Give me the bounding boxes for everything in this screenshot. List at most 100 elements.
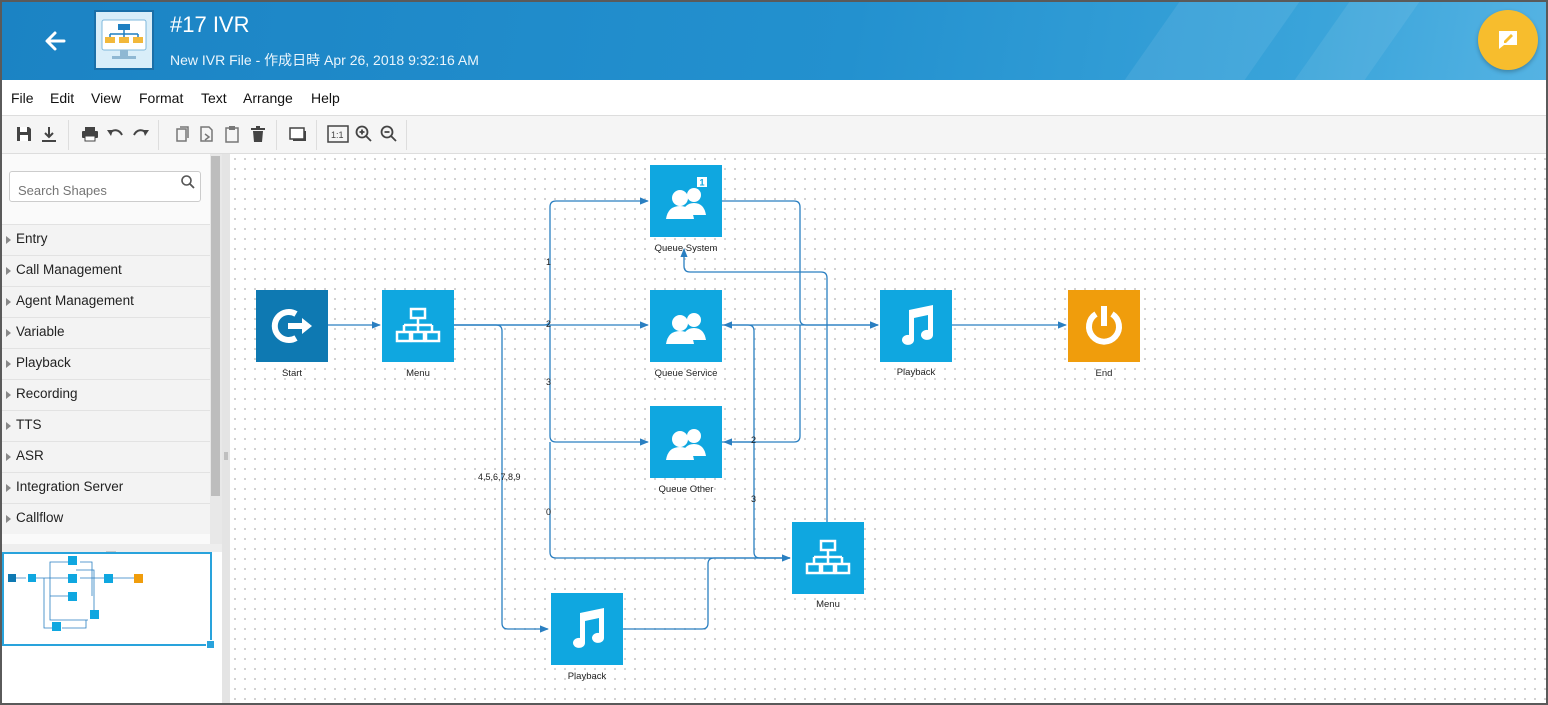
expand-triangle-icon	[6, 453, 11, 461]
print-icon[interactable]	[80, 124, 100, 144]
undo-icon[interactable]	[105, 124, 125, 144]
node-queue-service[interactable]	[650, 290, 722, 362]
category-variable[interactable]: Variable	[2, 317, 210, 348]
music-note-icon	[902, 305, 933, 345]
node-playback-2[interactable]	[551, 593, 623, 665]
music-note-icon	[573, 608, 604, 648]
shadow-icon[interactable]	[288, 124, 308, 144]
node-label-queue-service: Queue Service	[654, 368, 718, 379]
node-queue-system[interactable]: 1	[650, 165, 722, 237]
zoom-out-icon[interactable]	[379, 124, 399, 144]
node-menu-2[interactable]	[792, 522, 864, 594]
outline-splitter[interactable]	[2, 544, 222, 555]
node-label-end: End	[1095, 368, 1113, 379]
sitemap-icon	[395, 307, 441, 343]
category-call-management[interactable]: Call Management	[2, 255, 210, 286]
edge-playback2-menu2[interactable]	[622, 557, 790, 630]
edge-label-4-9: 4,5,6,7,8,9	[478, 472, 521, 482]
svg-text:1:1: 1:1	[331, 130, 344, 140]
delete-icon[interactable]	[248, 124, 268, 144]
category-recording[interactable]: Recording	[2, 379, 210, 410]
node-playback[interactable]	[880, 290, 952, 362]
category-tts[interactable]: TTS	[2, 410, 210, 441]
category-integration-server[interactable]: Integration Server	[2, 472, 210, 503]
node-label-start: Start	[281, 368, 303, 379]
menu-text[interactable]: Text	[201, 90, 227, 106]
edge-menu-playback2[interactable]	[454, 324, 549, 633]
menu-edit[interactable]: Edit	[50, 90, 75, 106]
expand-triangle-icon	[6, 236, 11, 244]
category-asr[interactable]: ASR	[2, 441, 210, 472]
menu-view[interactable]: View	[91, 90, 122, 106]
node-menu[interactable]	[382, 290, 454, 362]
category-entry[interactable]: Entry	[2, 224, 210, 255]
menu-bar: File Edit View Format Text Arrange Help	[2, 80, 1546, 116]
save-icon[interactable]	[14, 124, 34, 144]
category-agent-management[interactable]: Agent Management	[2, 286, 210, 317]
menu-format[interactable]: Format	[139, 90, 184, 106]
page-title: #17 IVR	[170, 12, 250, 37]
search-icon[interactable]	[180, 174, 196, 190]
download-icon[interactable]	[39, 124, 59, 144]
exit-icon	[271, 309, 312, 343]
outline-minimap[interactable]	[2, 552, 212, 646]
sitemap-icon	[805, 539, 851, 575]
page-subtitle: New IVR File - 作成日時 Apr 26, 2018 9:32:16…	[170, 52, 479, 68]
node-label-playback-2: Playback	[567, 671, 607, 682]
scrollbar-thumb[interactable]	[211, 156, 220, 496]
power-icon	[1086, 306, 1122, 345]
feedback-button[interactable]	[1478, 10, 1538, 70]
node-label-menu-2: Menu	[816, 599, 840, 610]
users-icon	[666, 188, 706, 219]
node-label-queue-other: Queue Other	[658, 484, 714, 495]
edge-menu-queue-other[interactable]	[549, 325, 649, 446]
expand-triangle-icon	[6, 360, 11, 368]
actual-size-icon[interactable]: 1:1	[327, 124, 349, 144]
back-arrow-icon[interactable]	[40, 26, 70, 56]
node-end[interactable]	[1068, 290, 1140, 362]
diagram-canvas[interactable]: 1 2 3 4,5,6,7,8,9 0 2 3 Start Menu 1	[230, 154, 1546, 703]
outline-lower-pane	[2, 648, 222, 703]
expand-triangle-icon	[6, 484, 11, 492]
category-callflow[interactable]: Callflow	[2, 503, 210, 534]
node-label-playback: Playback	[896, 367, 936, 378]
queue-badge: 1	[699, 178, 704, 188]
expand-triangle-icon	[6, 329, 11, 337]
edge-queue-other-playback[interactable]	[722, 325, 801, 443]
zoom-in-icon[interactable]	[354, 124, 374, 144]
node-label-menu: Menu	[406, 368, 430, 379]
redo-icon[interactable]	[131, 124, 151, 144]
shapes-sidebar: Entry Call Management Agent Management V…	[2, 154, 210, 546]
sidebar-splitter[interactable]	[222, 154, 230, 703]
sidebar-scrollbar[interactable]	[210, 154, 222, 546]
edge-label-1: 1	[546, 257, 552, 267]
node-start[interactable]	[256, 290, 328, 362]
cut-icon[interactable]	[197, 124, 217, 144]
menu-file[interactable]: File	[11, 90, 34, 106]
edge-label-0: 0	[546, 507, 552, 517]
expand-triangle-icon	[6, 298, 11, 306]
users-icon	[666, 313, 706, 344]
edge-label-menu2-3: 3	[751, 494, 757, 504]
ivr-thumbnail-icon	[94, 10, 154, 70]
copy-icon[interactable]	[172, 124, 192, 144]
edge-menu-menu2[interactable]	[549, 442, 791, 562]
node-label-queue-system: Queue System	[654, 243, 718, 254]
search-shapes-input[interactable]	[9, 171, 201, 202]
node-queue-other[interactable]	[650, 406, 722, 478]
feedback-icon	[1499, 31, 1517, 49]
header-bar: #17 IVR New IVR File - 作成日時 Apr 26, 2018…	[2, 2, 1546, 80]
edge-label-menu2-2: 2	[751, 435, 757, 445]
expand-triangle-icon	[6, 422, 11, 430]
menu-arrange[interactable]: Arrange	[243, 90, 293, 106]
menu-help[interactable]: Help	[311, 90, 340, 106]
edge-label-2: 2	[546, 319, 552, 329]
edges-layer	[328, 197, 1067, 633]
expand-triangle-icon	[6, 267, 11, 275]
edge-menu2-queue-system[interactable]	[680, 248, 828, 522]
edge-label-3: 3	[546, 377, 552, 387]
category-playback[interactable]: Playback	[2, 348, 210, 379]
paste-icon[interactable]	[222, 124, 242, 144]
edge-queue-system-playback[interactable]	[722, 200, 879, 329]
